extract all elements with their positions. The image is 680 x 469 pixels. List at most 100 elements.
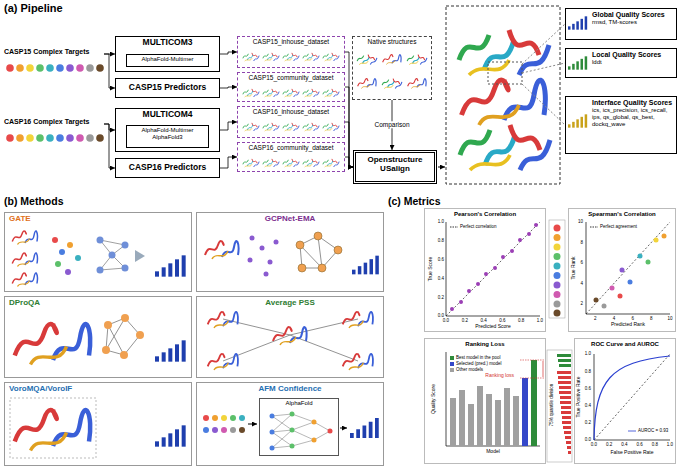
method-gcpnet (352, 256, 379, 275)
legend-text: Perfect agreement (600, 224, 637, 229)
pearson-plot (518, 238, 522, 242)
native-structures (358, 79, 376, 89)
axis-label: 75% quantile division (549, 384, 554, 426)
axis-label: Ranking loss (485, 373, 514, 379)
input-label: CASP15 Complex Targets (4, 48, 104, 60)
legend-line (628, 430, 636, 431)
legend-item: AUROC = 0.93 (628, 428, 668, 433)
pearson-plot (510, 249, 514, 253)
target-circles (6, 134, 14, 142)
legend-line (450, 226, 458, 227)
axis-label: 2 (580, 301, 583, 306)
pearson-plot (527, 232, 531, 236)
node-title: Ranking Loss (427, 341, 543, 348)
dataset-structures (283, 89, 299, 97)
pearson-plot (446, 222, 540, 316)
target-circles (76, 64, 84, 72)
node-title: Local Quality Scores (592, 51, 674, 59)
rank-circles (554, 282, 561, 289)
node-title: AlphaFold (261, 400, 337, 407)
method-gate (109, 252, 116, 259)
axis-label: True Rank (571, 256, 577, 279)
axis-label: 0.0 (585, 437, 591, 442)
node-title: MULTICOM4 (118, 110, 217, 120)
spearman-plot (628, 280, 633, 285)
legend-swatch (450, 362, 454, 366)
axis-label: 0.2 (606, 442, 612, 447)
native-structures (382, 79, 402, 89)
method-gcpnet (250, 236, 255, 241)
quantile-column (559, 391, 571, 394)
panel-title: (c) Metrics (388, 195, 441, 207)
method-afm (272, 414, 330, 448)
method-gate (122, 265, 129, 272)
dataset-structures (243, 159, 259, 167)
target-circles (6, 64, 104, 142)
spearman-plot (594, 298, 599, 303)
method-gate (100, 240, 125, 270)
rank-circles (554, 234, 561, 241)
quantile-column (563, 426, 571, 429)
ranking-plot (504, 388, 510, 446)
axis-label: 0.4 (438, 276, 444, 281)
node-title: Interface Quality Scores (592, 99, 674, 107)
method-gcpnet (300, 236, 338, 268)
node-title: Openstructure (358, 155, 432, 164)
axis-label: 1.0 (438, 219, 444, 224)
axis-label: True Positive Rate (576, 377, 582, 418)
complex-structure (522, 24, 565, 64)
axis-label: 8 (650, 316, 653, 321)
node-title: CASP15 Complex Targets (4, 48, 104, 56)
method-afm (270, 446, 275, 451)
edge-label: Comparison (373, 121, 410, 128)
roc-plot (594, 354, 670, 440)
ranking-plot (459, 390, 465, 446)
inner-box: AlphaFold-Multimer (126, 54, 209, 67)
legend-item: Other models (450, 367, 483, 372)
pearson-plot (446, 222, 540, 316)
legend-line (628, 429, 636, 433)
ranking-plot (450, 398, 456, 446)
target-circles (96, 134, 104, 142)
dataset-structures (323, 159, 339, 167)
axis-label: 1.0 (585, 351, 591, 356)
axis-label: 0.2 (438, 295, 444, 300)
dataset-structures (303, 89, 319, 97)
pearson-plot (534, 223, 538, 227)
quantile-column (560, 396, 571, 399)
pearson-plot (493, 266, 497, 270)
connector-arrow (220, 52, 237, 54)
axis-label: 0.8 (652, 442, 658, 447)
method-panel: AFM ConfidenceAlphaFold (196, 382, 384, 466)
axis-label: 0.8 (585, 369, 591, 374)
score-box: Global Quality Scoresrmsd, TM-scores (565, 8, 677, 40)
axis-label: 0.6 (636, 442, 642, 447)
node-body: rmsd, TM-scores (592, 19, 674, 26)
axis-label: 0.0 (591, 442, 597, 447)
node-body: USalign (358, 164, 432, 173)
method-gcpnet (205, 241, 239, 259)
rank-circles (554, 253, 561, 260)
legend-item: Selected (pred.) model (450, 361, 502, 366)
method-gcpnet (298, 264, 306, 272)
panel-title: (b) Methods (4, 195, 64, 207)
score-box: Interface Quality Scoresics, ics_precisi… (565, 96, 677, 154)
ranking-plot (520, 378, 545, 379)
ranking-plot (477, 386, 483, 446)
legend-line (590, 226, 598, 227)
spearman-plot (662, 234, 667, 239)
legend-swatch (450, 356, 454, 360)
method-gate (12, 231, 37, 245)
rank-circles (554, 301, 561, 308)
quantile-column (567, 446, 571, 449)
quantile-column (547, 350, 572, 462)
axis-label: 10 (578, 219, 583, 224)
process-box: MULTICOM4AlphaFold-Multimer AlphaFold3 (115, 108, 220, 152)
rank-circles (549, 220, 565, 318)
method-afm (239, 427, 245, 433)
target-circles (36, 134, 44, 142)
quantile-column (558, 359, 571, 362)
quantile-column (559, 364, 571, 367)
rank-circles (554, 291, 561, 298)
pearson-plot (459, 300, 463, 304)
